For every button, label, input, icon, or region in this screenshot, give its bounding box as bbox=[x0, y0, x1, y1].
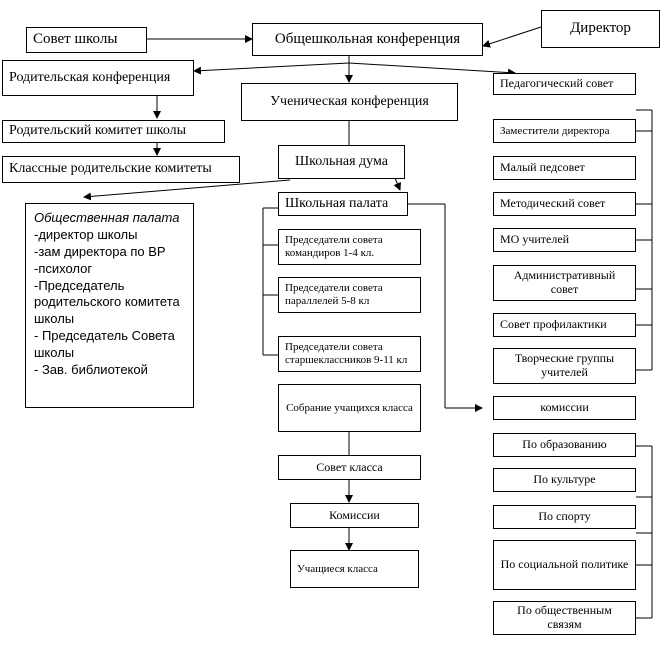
palata-item: - Председатель Совета школы bbox=[34, 328, 175, 361]
sobranie-uchaschikhsya-box: Собрание учащихся класса bbox=[278, 384, 421, 432]
roditelskiy-komitet-box: Родительский комитет школы bbox=[2, 120, 225, 143]
mo-uchiteley-box: МО учителей bbox=[493, 228, 636, 252]
po-sotsialnoy-politike-box: По социальной политике bbox=[493, 540, 636, 590]
shkolnaya-duma-box: Школьная дума bbox=[278, 145, 405, 179]
komissii-box: Комиссии bbox=[290, 503, 419, 528]
direktor-box: Директор bbox=[541, 10, 660, 48]
obshchestvennaya-palata-box: Общественная палата -директор школы -зам… bbox=[25, 203, 194, 408]
sovet-profilaktiki-box: Совет профилактики bbox=[493, 313, 636, 337]
palata-item: - Зав. библиотекой bbox=[34, 362, 148, 378]
administrativnyy-sovet-box: Административный совет bbox=[493, 265, 636, 301]
predsedateli-9-11-box: Председатели совета старшеклассников 9-1… bbox=[278, 336, 421, 372]
po-kulture-box: По культуре bbox=[493, 468, 636, 492]
roditelskaya-konferentsiya-box: Родительская конференция bbox=[2, 60, 194, 96]
pedagogicheskiy-sovet-box: Педагогический совет bbox=[493, 73, 636, 95]
sovet-shkoly-box: Совет школы bbox=[26, 27, 147, 53]
tvorcheskie-gruppy-box: Творческие группы учителей bbox=[493, 348, 636, 384]
po-sportu-box: По спорту bbox=[493, 505, 636, 529]
obshchestvennaya-palata-title: Общественная палата bbox=[34, 210, 180, 225]
palata-item: -директор школы bbox=[34, 226, 138, 242]
zamestiteli-direktora-box: Заместители директора bbox=[493, 119, 636, 143]
palata-item: -психолог bbox=[34, 260, 93, 276]
predsedateli-1-4-box: Председатели совета командиров 1-4 кл. bbox=[278, 229, 421, 265]
po-obrazovaniyu-box: По образованию bbox=[493, 433, 636, 457]
predsedateli-5-8-box: Председатели совета параллелей 5-8 кл bbox=[278, 277, 421, 313]
metodicheskiy-sovet-box: Методический совет bbox=[493, 192, 636, 216]
uchenicheskaya-konferentsiya-box: Ученическая конференция bbox=[241, 83, 458, 121]
malyy-pedsovet-box: Малый педсовет bbox=[493, 156, 636, 180]
palata-item: -зам директора по ВР bbox=[34, 243, 166, 259]
obsheshkolnaya-konferentsiya-box: Общешкольная конференция bbox=[252, 23, 483, 56]
uchaschiesya-klassa-box: Учащиеся класса bbox=[290, 550, 419, 588]
shkolnaya-palata-box: Школьная палата bbox=[278, 192, 408, 216]
po-obschestvennym-svyazyam-box: По общественным связям bbox=[493, 601, 636, 635]
sovet-klassa-box: Совет класса bbox=[278, 455, 421, 480]
palata-item: -Председатель родительского комитета шко… bbox=[34, 277, 180, 327]
komissii-right-box: комиссии bbox=[493, 396, 636, 420]
klassnye-roditelskie-komitety-box: Классные родительские комитеты bbox=[2, 156, 240, 183]
